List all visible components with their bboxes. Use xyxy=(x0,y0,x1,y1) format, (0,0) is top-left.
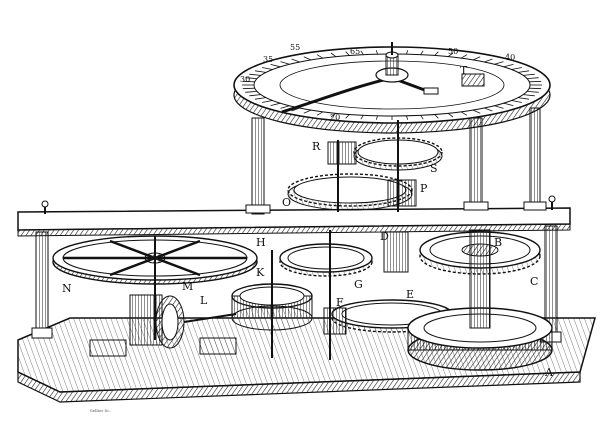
dial-tick xyxy=(472,56,481,61)
dial-tick xyxy=(447,112,454,118)
crown-wheel-k xyxy=(231,250,313,358)
dial-tick xyxy=(523,73,535,76)
label-n: N xyxy=(62,282,72,295)
dial-tick xyxy=(375,50,378,55)
dial-numeral-40: 40 xyxy=(505,53,515,62)
dial-tick xyxy=(245,91,258,93)
dial-tick xyxy=(360,115,364,120)
dial-tick xyxy=(345,51,350,56)
gear-g xyxy=(279,230,373,360)
dial-tick xyxy=(447,52,454,58)
dial-tick xyxy=(270,64,281,68)
dial-tick xyxy=(523,94,535,97)
dial-tick xyxy=(262,100,273,103)
part-labels: A B C D E F G H K L M N O P R S T xyxy=(62,64,554,379)
dial-tick xyxy=(254,70,266,73)
dial-tick xyxy=(529,80,542,83)
balance-wheel-n xyxy=(52,235,258,340)
dial-tick xyxy=(360,50,364,55)
dial-tick xyxy=(494,105,504,109)
label-d: D xyxy=(380,230,389,243)
dial-tick xyxy=(330,52,337,58)
label-a: A xyxy=(544,366,554,379)
dial-tick xyxy=(375,115,378,120)
dial-tick xyxy=(526,77,539,79)
dial-tick xyxy=(503,64,514,68)
dial-tick xyxy=(330,112,337,118)
dial-tick xyxy=(280,105,290,109)
dial-numeral-50: 50 xyxy=(448,47,458,56)
lower-frame-rail xyxy=(17,195,571,237)
dial-tick xyxy=(345,114,350,119)
dial-numeral-20: 20 xyxy=(330,113,340,122)
dial-tick xyxy=(529,87,542,90)
engraver-credit: Sellier Sc. xyxy=(90,408,111,413)
dial-tick xyxy=(484,58,493,63)
dial-tick xyxy=(242,87,255,90)
dial-tick xyxy=(303,56,312,61)
pillar-left xyxy=(31,231,53,339)
spring-barrel xyxy=(407,229,553,371)
label-l: L xyxy=(200,294,208,307)
label-k: K xyxy=(256,266,265,279)
label-g: G xyxy=(354,278,363,291)
label-f: F xyxy=(336,296,344,309)
label-h: H xyxy=(256,236,266,249)
dial-tick xyxy=(420,50,424,55)
label-o: O xyxy=(282,196,291,209)
dial-tick xyxy=(280,61,290,65)
label-m: M xyxy=(182,280,193,293)
dial-numeral-30: 30 xyxy=(240,75,250,84)
dial-tick xyxy=(249,73,261,76)
dial-plate: 65 50 40 55 35 30 20 xyxy=(233,42,551,134)
dial-tick xyxy=(316,111,324,116)
label-s: S xyxy=(430,162,438,175)
dial-tick xyxy=(460,54,468,59)
dial-tick xyxy=(262,67,273,70)
dial-tick xyxy=(434,51,439,56)
dial-tick xyxy=(511,67,522,70)
dial-tick xyxy=(472,109,481,114)
dial-tick xyxy=(460,111,468,116)
dial-tick xyxy=(270,102,281,106)
dial-tick xyxy=(291,107,300,112)
dial-ticks xyxy=(242,50,542,120)
label-p: P xyxy=(420,182,428,195)
label-b: B xyxy=(494,236,502,249)
dial-numeral-65: 65 xyxy=(350,47,360,56)
label-r: R xyxy=(312,140,321,153)
dial-tick xyxy=(420,115,424,120)
pinion-d xyxy=(383,231,409,273)
dial-numeral-55: 55 xyxy=(290,43,300,52)
pinion-p xyxy=(387,179,417,207)
dial-tick xyxy=(503,102,514,106)
label-e: E xyxy=(406,288,414,301)
dial-tick xyxy=(526,91,539,93)
dial-tick xyxy=(511,100,522,103)
dial-tick xyxy=(484,107,493,112)
escapement-m xyxy=(89,294,237,357)
pinion-r xyxy=(327,141,357,165)
dial-tick xyxy=(245,77,258,79)
dial-tick xyxy=(242,80,255,83)
dial-tick xyxy=(406,115,409,120)
dial-tick xyxy=(406,50,409,55)
dial-pillars xyxy=(245,107,547,215)
dial-tick xyxy=(249,94,261,97)
dial-tick xyxy=(518,70,530,73)
pinion-f xyxy=(323,307,347,335)
dial-tick xyxy=(316,54,324,59)
dial-tick xyxy=(494,61,504,65)
dial-tick xyxy=(254,97,266,100)
dial-tick xyxy=(303,109,312,114)
dial-numeral-35: 35 xyxy=(263,55,273,64)
dial-tick xyxy=(434,114,439,119)
label-c: C xyxy=(530,275,538,288)
dial-tick xyxy=(291,58,300,63)
dial-tick xyxy=(518,97,530,100)
label-t: T xyxy=(460,64,468,77)
